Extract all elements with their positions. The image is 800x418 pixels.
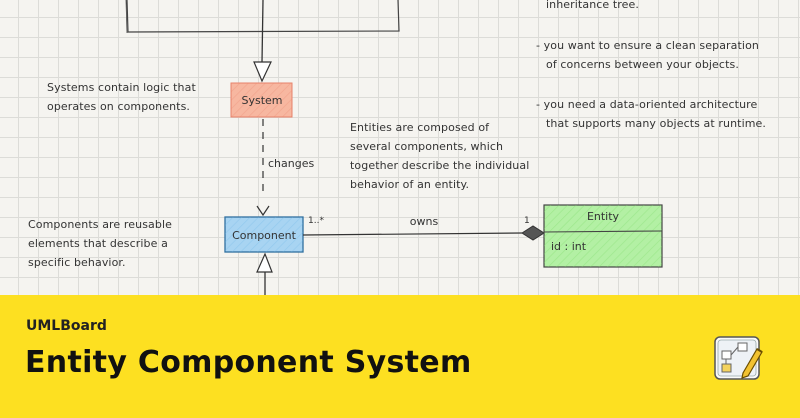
- entity-label: Entity: [587, 210, 620, 223]
- top-box: [125, 0, 400, 34]
- note-line: specific behavior.: [28, 256, 126, 269]
- note-entities: Entities are composed of several compone…: [350, 118, 529, 194]
- note-components: Components are reusable elements that de…: [28, 215, 172, 272]
- changes-edge: changes: [256, 119, 314, 217]
- inheritance-edge-bottom: [256, 252, 273, 295]
- umlboard-app-icon: [713, 335, 765, 383]
- note-line: together describe the individual: [350, 159, 530, 172]
- note-line: Components are reusable: [28, 218, 172, 231]
- note-line: that supports many objects at runtime.: [546, 117, 767, 130]
- entity-multiplicity: 1: [524, 216, 530, 226]
- owns-edge: owns 1..* 1: [302, 215, 545, 241]
- inheritance-edge-top: [253, 0, 272, 83]
- note-line: several components, which: [350, 140, 504, 153]
- changes-label: changes: [268, 157, 314, 170]
- note-line: - you need a data-oriented architecture: [536, 98, 758, 111]
- component-multiplicity: 1..*: [308, 216, 324, 226]
- entity-attribute: id : int: [551, 240, 587, 253]
- note-line: behavior of an entity.: [350, 178, 470, 191]
- component-label: Component: [232, 229, 297, 242]
- note-clean-separation: - you want to ensure a clean separation …: [536, 36, 759, 74]
- note-inheritance-tail: inheritance tree.: [546, 0, 639, 14]
- note-data-oriented: - you need a data-oriented architecture …: [536, 95, 766, 133]
- page-title: Entity Component System: [25, 345, 472, 380]
- diagram-canvas: System changes Component owns 1..* 1: [0, 0, 800, 295]
- note-line: - you want to ensure a clean separation: [536, 39, 759, 52]
- note-line: inheritance tree.: [546, 0, 640, 11]
- brand-name: UMLBoard: [26, 318, 107, 334]
- note-line: of concerns between your objects.: [546, 58, 739, 71]
- title-banner: UMLBoard Entity Component System: [0, 295, 800, 418]
- entity-node[interactable]: Entity id : int: [543, 204, 663, 268]
- system-node[interactable]: System: [230, 82, 293, 118]
- note-line: Systems contain logic that: [47, 81, 196, 94]
- diagram-svg: System changes Component owns 1..* 1: [125, 0, 663, 295]
- owns-label: owns: [410, 215, 439, 228]
- note-systems: Systems contain logic that operates on c…: [47, 78, 196, 116]
- component-node[interactable]: Component: [224, 216, 304, 253]
- note-line: Entities are composed of: [350, 121, 490, 134]
- system-label: System: [241, 94, 282, 107]
- note-line: operates on components.: [47, 100, 191, 113]
- note-line: elements that describe a: [28, 237, 168, 250]
